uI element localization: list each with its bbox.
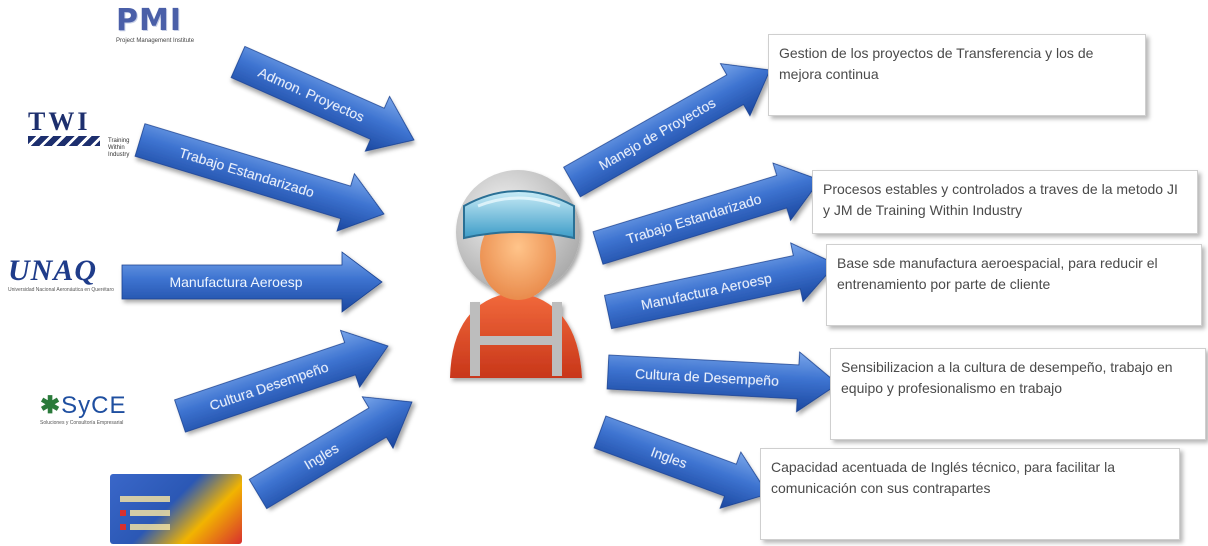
arrow-cultura-out-label: Cultura de Desempeño bbox=[635, 365, 780, 388]
output-box-ingles: Capacidad acentuada de Inglés técnico, p… bbox=[760, 448, 1180, 540]
output-box-trabajo-estandarizado: Procesos estables y controlados a traves… bbox=[812, 170, 1198, 234]
twi-logo-mark: TWI bbox=[28, 107, 91, 136]
output-box-manejo-proyectos: Gestion de los proyectos de Transferenci… bbox=[768, 34, 1146, 116]
card-bullet-icon bbox=[120, 510, 126, 516]
output-box-text: Sensibilizacion a la cultura de desempeñ… bbox=[841, 359, 1173, 396]
output-box-manufactura: Base sde manufactura aeroespacial, para … bbox=[826, 244, 1202, 326]
arrow-cultura-out-shape bbox=[606, 351, 839, 413]
arrow-admon-proyectos-shape bbox=[230, 45, 415, 152]
arrow-cultura-in-shape bbox=[174, 329, 389, 433]
pmi-logo: PMI Project Management Institute bbox=[116, 6, 240, 48]
arrow-trabajo-estandarizado-in-shape bbox=[134, 123, 385, 232]
output-box-cultura: Sensibilizacion a la cultura de desempeñ… bbox=[830, 348, 1206, 440]
arrow-manejo-proyectos-label: Manejo de Proyectos bbox=[596, 95, 718, 174]
arrow-manejo-proyectos-shape bbox=[563, 63, 771, 198]
syce-logo-mark: ✱SyCE bbox=[40, 392, 127, 419]
card-bullet-icon bbox=[120, 524, 126, 530]
unaq-logo-mark: UNAQ bbox=[8, 254, 98, 287]
twi-logo: TWI Training Within Industry bbox=[28, 107, 138, 158]
arrow-manufactura-out-shape bbox=[604, 242, 837, 330]
ingles-card-logo bbox=[110, 474, 242, 544]
card-line bbox=[130, 524, 170, 530]
arrow-admon-proyectos: Admon. Proyectos bbox=[230, 45, 415, 152]
arrow-ingles-in-shape bbox=[248, 396, 413, 510]
unaq-logo-subtitle: Universidad Nacional Aeronáutica en Quer… bbox=[8, 287, 114, 293]
arrow-manufactura-in-shape bbox=[121, 251, 383, 313]
arrow-ingles-out-shape bbox=[593, 415, 769, 509]
output-box-text: Procesos estables y controlados a traves… bbox=[823, 181, 1178, 218]
arrow-manufactura-in-label: Manufactura Aeroesp bbox=[169, 274, 302, 290]
arrow-ingles-out: Ingles bbox=[593, 415, 769, 509]
arrow-ingles-in: Ingles bbox=[248, 396, 413, 510]
output-box-text: Base sde manufactura aeroespacial, para … bbox=[837, 255, 1158, 292]
output-box-text: Gestion de los proyectos de Transferenci… bbox=[779, 45, 1094, 82]
output-box-text: Capacidad acentuada de Inglés técnico, p… bbox=[771, 459, 1115, 496]
pmi-logo-subtitle: Project Management Institute bbox=[116, 38, 195, 44]
arrow-manufactura-in: Manufactura Aeroesp bbox=[121, 251, 383, 313]
twi-logo-stripes bbox=[28, 136, 100, 146]
syce-logo-figure-icon: ✱ bbox=[40, 392, 62, 419]
card-line bbox=[130, 510, 170, 516]
arrow-trabajo-estandarizado-out-shape bbox=[592, 162, 821, 265]
unaq-logo: UNAQ Universidad Nacional Aeronáutica en… bbox=[8, 256, 118, 296]
pmi-logo-mark: PMI bbox=[116, 3, 183, 38]
syce-logo: ✱SyCE Soluciones y Consultoría Empresari… bbox=[40, 392, 170, 438]
syce-logo-subtitle: Soluciones y Consultoría Empresarial bbox=[40, 420, 124, 426]
twi-logo-subtitle: Training Within Industry bbox=[108, 138, 130, 158]
card-line bbox=[120, 496, 170, 502]
arrow-cultura-out: Cultura de Desempeño bbox=[606, 351, 839, 413]
pilot-avatar-icon bbox=[450, 170, 582, 378]
